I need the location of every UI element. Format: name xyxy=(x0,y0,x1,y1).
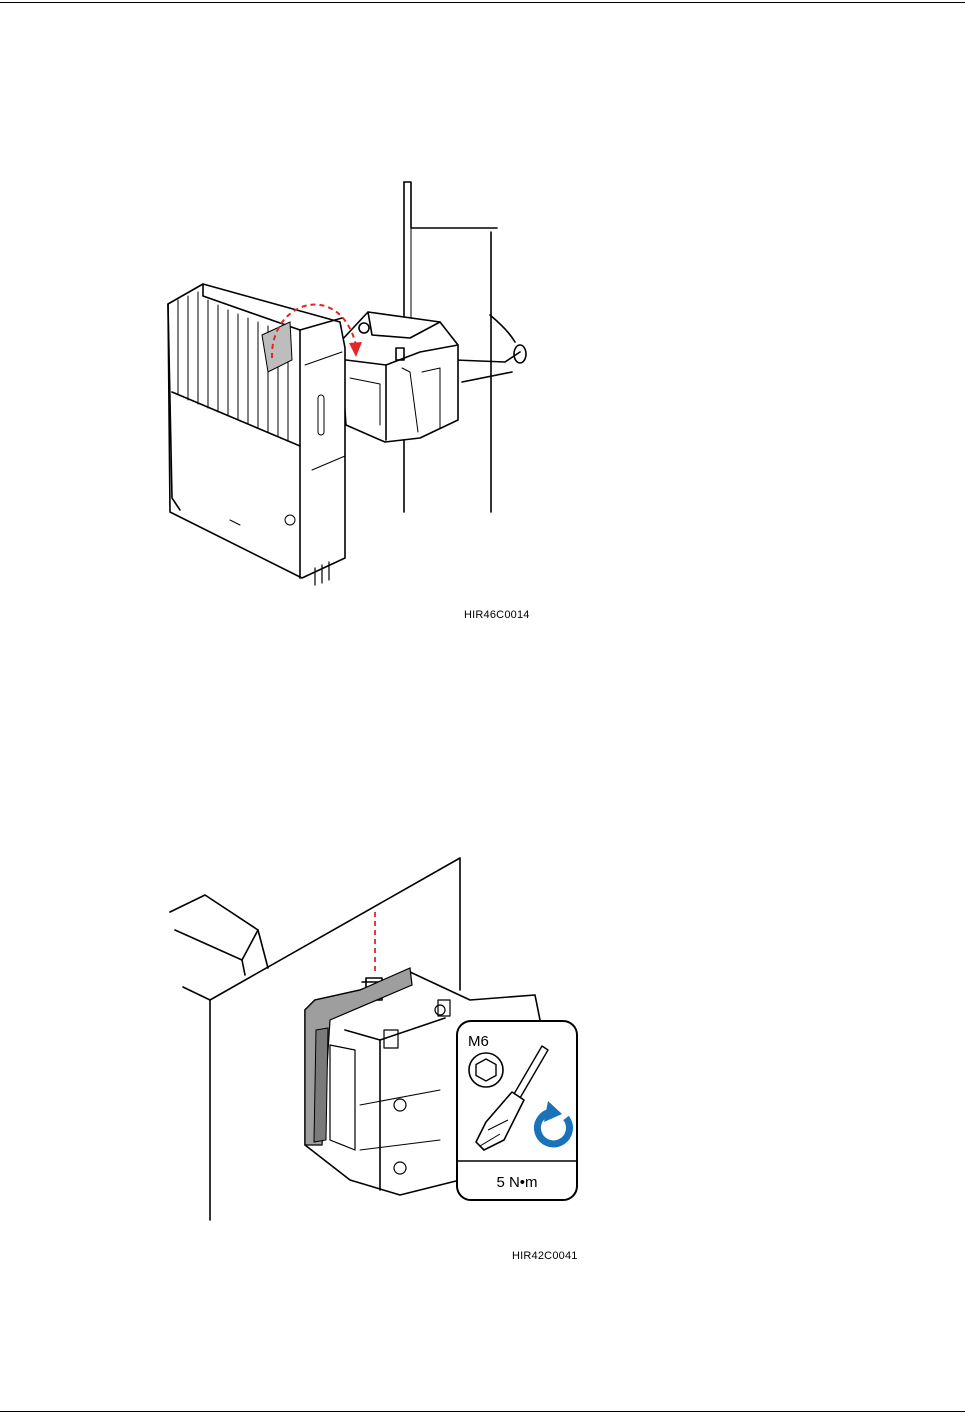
figure-1-drawing xyxy=(160,175,540,590)
figure-1-installing-rru-on-pole xyxy=(160,175,540,590)
torque-label: 5 N•m xyxy=(496,1174,537,1191)
figure-2-code: HIR42C0041 xyxy=(512,1250,578,1262)
figure-2-drawing: M6 5 N•m xyxy=(165,855,585,1225)
footer-rule xyxy=(0,1411,965,1412)
torque-callout: M6 5 N•m xyxy=(457,1021,577,1200)
figure-1-code: HIR46C0014 xyxy=(464,609,530,621)
screw-size-label: M6 xyxy=(468,1033,489,1050)
header-rule xyxy=(0,2,965,3)
figure-2-tightening-bolt: M6 5 N•m xyxy=(165,855,585,1225)
